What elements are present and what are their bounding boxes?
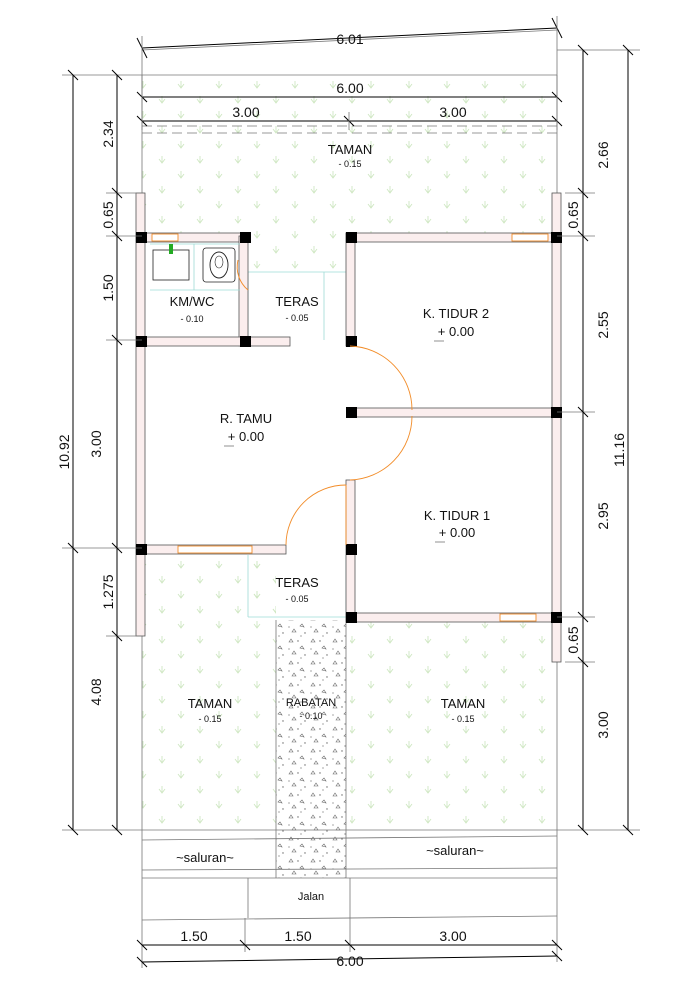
room-tidur2-level: + 0.00: [438, 324, 475, 339]
dimension-labels: 6.01 6.00 3.00 3.00 10.92 2.34 0.65 1.50…: [56, 31, 627, 969]
room-teras-bottom-level: - 0.05: [285, 594, 308, 604]
room-tidur2-name: K. TIDUR 2: [423, 306, 489, 321]
dim-left-1-50: 1.50: [100, 274, 116, 301]
dim-top-right-half: 3.00: [439, 104, 466, 120]
dim-bottom-1-50-a: 1.50: [180, 928, 207, 944]
wall-tamu-top: [135, 336, 291, 347]
bathroom-fixtures: [150, 243, 240, 291]
wall-left: [135, 235, 146, 637]
saluran-right-label: ~saluran~: [426, 843, 484, 858]
door-tamu-entry: [285, 484, 347, 546]
room-kmwc-name: KM/WC: [170, 294, 215, 309]
dim-left-0-65: 0.65: [100, 201, 116, 228]
wall-right-upper: [551, 192, 562, 419]
dim-left-3-00: 3.00: [88, 430, 104, 457]
room-taman-left-name: TAMAN: [188, 696, 233, 711]
room-teras-top-name: TERAS: [275, 294, 319, 309]
door-kmwc: [236, 259, 249, 291]
dimension-lines: [62, 16, 640, 968]
dim-left-4-08: 4.08: [88, 678, 104, 705]
teras-left-strip: [248, 555, 276, 617]
dim-right-2-66: 2.66: [595, 141, 611, 168]
room-tidur1-level: + 0.00: [439, 525, 476, 540]
site-ground: [142, 75, 557, 878]
room-taman-left-level: - 0.15: [198, 714, 221, 724]
rabatan-area: [276, 620, 346, 878]
bak-mandi: [152, 249, 190, 281]
dim-top-overall: 6.01: [336, 31, 363, 47]
door-tidur2: [349, 345, 413, 411]
wall-between-bedrooms: [349, 407, 558, 418]
dim-right-2-95: 2.95: [595, 502, 611, 529]
dim-top-inner: 6.00: [336, 80, 363, 96]
columns: [136, 232, 562, 623]
room-teras-bottom-name: TERAS: [275, 575, 319, 590]
wall-mid-left: [345, 232, 356, 347]
dim-right-total: 11.16: [611, 433, 627, 467]
dim-bottom-1-50-b: 1.50: [284, 928, 311, 944]
wall-kmwc-right: [238, 235, 249, 347]
dim-right-0-65-bottom: 0.65: [565, 626, 581, 653]
room-rabatan-level: - 0.10: [299, 711, 322, 721]
room-taman-top-name: TAMAN: [328, 142, 373, 157]
dim-left-2-34: 2.34: [100, 120, 116, 147]
taman-top-area: [142, 75, 557, 272]
doors: [236, 259, 413, 546]
room-taman-top-level: - 0.15: [338, 159, 361, 169]
water-tap-icon: [169, 244, 173, 254]
room-rabatan-name: RABATAN: [286, 697, 336, 709]
wall-right-lower: [551, 411, 562, 663]
dim-bottom-3-00: 3.00: [439, 928, 466, 944]
dim-right-0-65-top: 0.65: [565, 201, 581, 228]
dim-bottom-total: 6.00: [336, 953, 363, 969]
room-teras-top-level: - 0.05: [285, 313, 308, 323]
street-edge-top: [141, 29, 558, 51]
room-tidur1-name: K. TIDUR 1: [424, 508, 490, 523]
dim-top-left-half: 3.00: [232, 104, 259, 120]
room-tamu-name: R. TAMU: [220, 411, 272, 426]
room-taman-right-level: - 0.15: [451, 714, 474, 724]
room-kmwc-level: - 0.10: [180, 314, 203, 324]
jalan-label: Jalan: [298, 891, 324, 903]
taman-right-area: [350, 622, 557, 830]
squat-toilet-icon: [209, 251, 229, 279]
site-lines: [141, 29, 558, 921]
saluran-left-label: ~saluran~: [176, 850, 234, 865]
dim-right-2-55: 2.55: [595, 311, 611, 338]
room-taman-right-name: TAMAN: [441, 696, 486, 711]
door-tidur1: [349, 415, 413, 481]
dim-left-1-275: 1.275: [100, 574, 116, 609]
room-tamu-level: + 0.00: [228, 429, 265, 444]
site-labels: ~saluran~ ~saluran~ Jalan: [176, 843, 484, 903]
dim-right-3-00: 3.00: [595, 711, 611, 738]
room-labels: TAMAN - 0.15 KM/WC - 0.10 TERAS - 0.05 K…: [170, 142, 491, 724]
windows: [151, 233, 549, 622]
dim-left-total: 10.92: [56, 434, 72, 469]
